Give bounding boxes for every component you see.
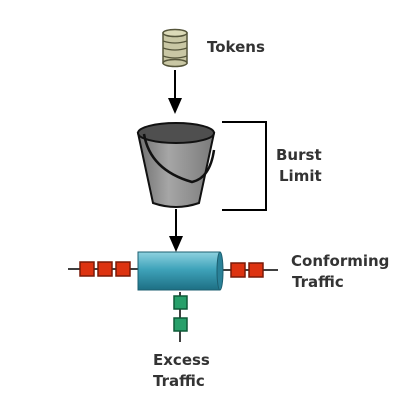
packet-icon: [173, 317, 188, 332]
packet-icon: [230, 262, 246, 278]
packet-icon: [97, 261, 113, 277]
burst-limit-bracket: [222, 121, 267, 211]
conforming-traffic-label-line1: Conforming: [291, 252, 390, 270]
tokens-label: Tokens: [207, 38, 265, 56]
pipe-icon: [137, 251, 224, 291]
bucket-arrow: [169, 209, 183, 252]
excess-traffic-label-line2: Traffic: [153, 372, 205, 390]
incoming-packets: [79, 261, 131, 277]
token-arrow: [168, 70, 182, 114]
conforming-packets: [230, 262, 264, 278]
excess-packets: [173, 295, 188, 332]
burst-limit-label-line2: Limit: [279, 167, 322, 185]
packet-icon: [115, 261, 131, 277]
token-stack-icon: [162, 28, 188, 68]
burst-limit-label-line1: Burst: [276, 146, 322, 164]
packet-icon: [173, 295, 188, 310]
packet-icon: [248, 262, 264, 278]
excess-traffic-label-line1: Excess: [153, 351, 210, 369]
bucket-icon: [136, 122, 216, 208]
conforming-traffic-label-line2: Traffic: [292, 273, 344, 291]
packet-icon: [79, 261, 95, 277]
